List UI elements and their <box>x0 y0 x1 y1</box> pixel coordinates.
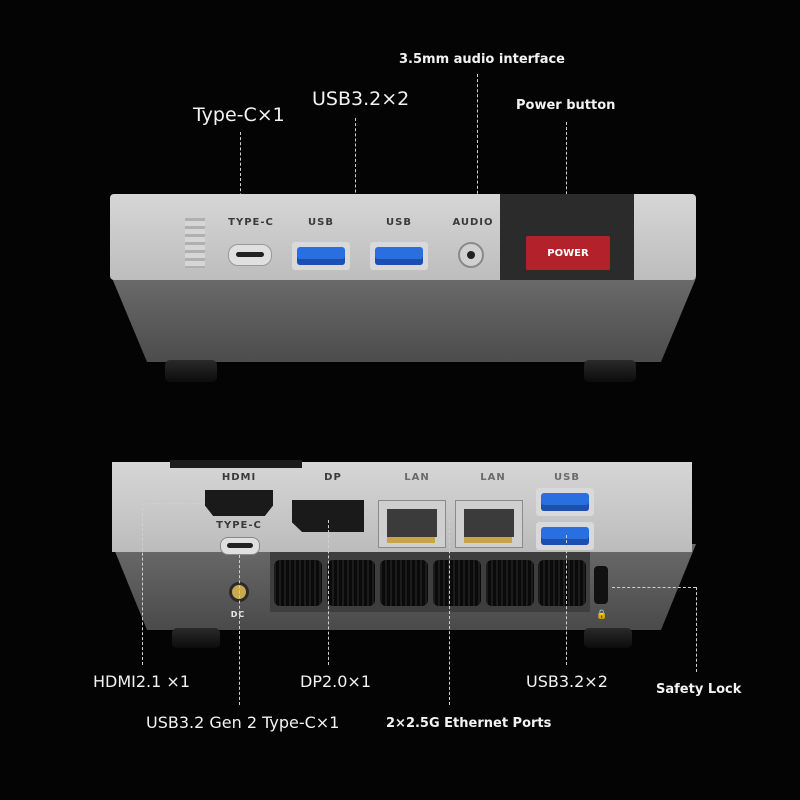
callout-usb: USB3.2×2 <box>526 672 608 691</box>
leader-line <box>566 535 567 665</box>
callout-audio: 3.5mm audio interface <box>399 52 565 67</box>
vent-grille <box>327 560 375 606</box>
audio-jack <box>458 242 484 268</box>
leader-line <box>449 520 450 705</box>
callout-power: Power button <box>516 98 616 113</box>
safety-lock-slot <box>594 566 608 604</box>
leader-line <box>477 74 478 209</box>
port-label-typec: TYPE-C <box>216 520 262 531</box>
port-label-lan: LAN <box>404 472 430 483</box>
vent-slot <box>170 460 302 468</box>
port-label-usb: USB <box>308 217 334 228</box>
lock-icon: 🔒 <box>596 610 608 620</box>
vent-area <box>270 552 590 612</box>
leader-line <box>612 587 696 588</box>
port-label-dc: DC <box>230 610 246 619</box>
foot <box>584 360 636 382</box>
vent-grille <box>274 560 322 606</box>
leader-line <box>240 132 241 222</box>
vent-grille <box>538 560 586 606</box>
callout-typec: Type-C×1 <box>193 104 285 126</box>
leader-line <box>239 555 240 705</box>
callout-dp: DP2.0×1 <box>300 672 371 691</box>
port-label-audio: AUDIO <box>452 217 494 228</box>
port-label-usb: USB <box>386 217 412 228</box>
typec-port <box>220 537 260 555</box>
grip-ridges <box>185 218 205 268</box>
port-label-typec: TYPE-C <box>228 217 274 228</box>
lan-port <box>378 500 446 548</box>
vent-grille <box>486 560 534 606</box>
leader-line <box>328 520 329 665</box>
foot <box>584 628 632 648</box>
leader-line <box>566 122 567 234</box>
callout-hdmi: HDMI2.1 ×1 <box>93 672 190 691</box>
callout-typec: USB3.2 Gen 2 Type-C×1 <box>146 713 340 732</box>
power-button[interactable]: POWER <box>526 236 610 270</box>
top-unit-body <box>112 278 696 362</box>
leader-line <box>696 587 697 672</box>
port-label-usb: USB <box>554 472 580 483</box>
callout-ethernet: 2×2.5G Ethernet Ports <box>386 716 552 731</box>
leader-line <box>355 118 356 213</box>
leader-line <box>142 503 205 504</box>
port-label-lan: LAN <box>480 472 506 483</box>
callout-safety-lock: Safety Lock <box>656 682 742 697</box>
port-label-hdmi: HDMI <box>221 472 257 483</box>
callout-usb: USB3.2×2 <box>312 88 410 110</box>
usb-port <box>536 522 594 550</box>
lan-port <box>455 500 523 548</box>
port-label-dp: DP <box>324 472 342 483</box>
foot <box>165 360 217 382</box>
usb-port <box>370 242 428 270</box>
foot <box>172 628 220 648</box>
vent-grille <box>433 560 481 606</box>
usb-port <box>536 488 594 516</box>
hdmi-port <box>205 490 273 516</box>
typec-port <box>228 244 272 266</box>
usb-port <box>292 242 350 270</box>
vent-grille <box>380 560 428 606</box>
leader-line <box>142 503 143 665</box>
